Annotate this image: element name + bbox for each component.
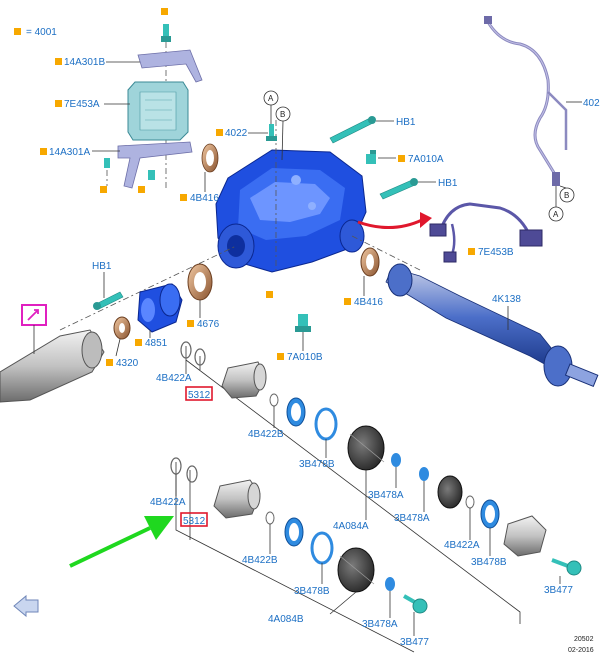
label-4676: 4676: [197, 319, 220, 330]
seal-4B416-right: [360, 247, 380, 277]
label-7E453A: 7E453A: [64, 99, 100, 110]
callout-b-right: B: [559, 187, 575, 203]
label-14A301B: 14A301B: [64, 57, 105, 68]
label-14A301A: 14A301A: [49, 147, 90, 158]
kit-row-1: [180, 341, 582, 624]
propeller-shaft: [0, 329, 105, 403]
label-4320: 4320: [116, 358, 139, 369]
callout-b-top: B: [275, 106, 291, 161]
nut-3B477-top-icon: [551, 558, 582, 576]
legend-label: = 4001: [26, 27, 57, 38]
nut-3B477-bottom-icon: [403, 594, 428, 614]
legend: = 4001: [14, 27, 57, 38]
label-4B422B-1: 4B422B: [248, 429, 284, 440]
label-4A084B: 4A084B: [268, 614, 304, 625]
label-4K138: 4K138: [492, 294, 521, 305]
label-hb1-right: HB1: [438, 178, 458, 189]
label-4B422A-1: 4B422A: [156, 373, 192, 384]
bolt-hb1-right-icon: [379, 178, 418, 200]
direction-arrow-icon: [13, 594, 39, 618]
label-4B416-right: 4B416: [354, 297, 383, 308]
svg-text:A: A: [268, 94, 274, 103]
svg-text:B: B: [280, 110, 285, 119]
callout-a-top: A: [263, 90, 279, 124]
module-7E453A: [127, 81, 189, 141]
label-4B422B-2: 4B422B: [242, 555, 278, 566]
red-curved-arrow-icon: [357, 212, 432, 230]
footer-date: 02-2016: [568, 647, 594, 654]
plug-7A010B-icon: [295, 314, 311, 332]
upper-bracket: [137, 49, 203, 83]
seal-4676: [187, 263, 213, 301]
label-3B478B-3: 3B478B: [294, 586, 330, 597]
control-module-assembly: [100, 8, 203, 193]
view-icon: [21, 304, 47, 326]
lower-bracket: [117, 141, 193, 189]
label-4851: 4851: [145, 338, 168, 349]
seal-4B416-left: [201, 143, 219, 173]
label-4A084A: 4A084A: [333, 521, 369, 532]
label-4B422A-3: 4B422A: [150, 497, 186, 508]
svg-text:A: A: [553, 210, 559, 219]
bolt-hb1-left-icon: [93, 291, 124, 310]
sensor-4022-icon: [266, 124, 277, 141]
harness-7E453B: [429, 202, 543, 263]
rear-drive-unit: [215, 149, 367, 273]
bolt-hb1-top-icon: [329, 116, 376, 144]
plug-7A010A-icon: [366, 150, 376, 164]
nut-4320: [113, 316, 131, 340]
label-5312-2: 5312: [183, 516, 206, 527]
label-7E453B: 7E453B: [478, 247, 514, 258]
halfshaft-4K138: [385, 263, 599, 388]
green-pointer-arrow-icon: [69, 516, 174, 568]
label-3B478A-2: 3B478A: [394, 513, 430, 524]
label-3B478B-2: 3B478B: [471, 557, 507, 568]
footer-code: 20502: [574, 636, 594, 643]
label-hb1-left: HB1: [92, 261, 112, 272]
label-4B416-left: 4B416: [190, 193, 219, 204]
label-3B478B-1: 3B478B: [299, 459, 335, 470]
label-3B477-2: 3B477: [400, 637, 429, 648]
label-3B478A-3: 3B478A: [362, 619, 398, 630]
callout-a-right: A: [548, 206, 564, 222]
flange-4851: [137, 283, 183, 333]
label-3B478A-1: 3B478A: [368, 490, 404, 501]
svg-text:B: B: [564, 191, 569, 200]
bracket-bolt-icon: [104, 158, 155, 180]
label-4022: 4022: [225, 128, 248, 139]
label-7A010A: 7A010A: [408, 154, 444, 165]
label-5312-1: 5312: [188, 390, 211, 401]
label-7A010B: 7A010B: [287, 352, 323, 363]
label-402-partial: 402: [583, 98, 600, 109]
label-3B477-1: 3B477: [544, 585, 573, 596]
harness-top-right: [484, 16, 568, 186]
top-bolt-icon: [161, 24, 171, 42]
label-4B422A-2: 4B422A: [444, 540, 480, 551]
label-hb1-top: HB1: [396, 117, 416, 128]
